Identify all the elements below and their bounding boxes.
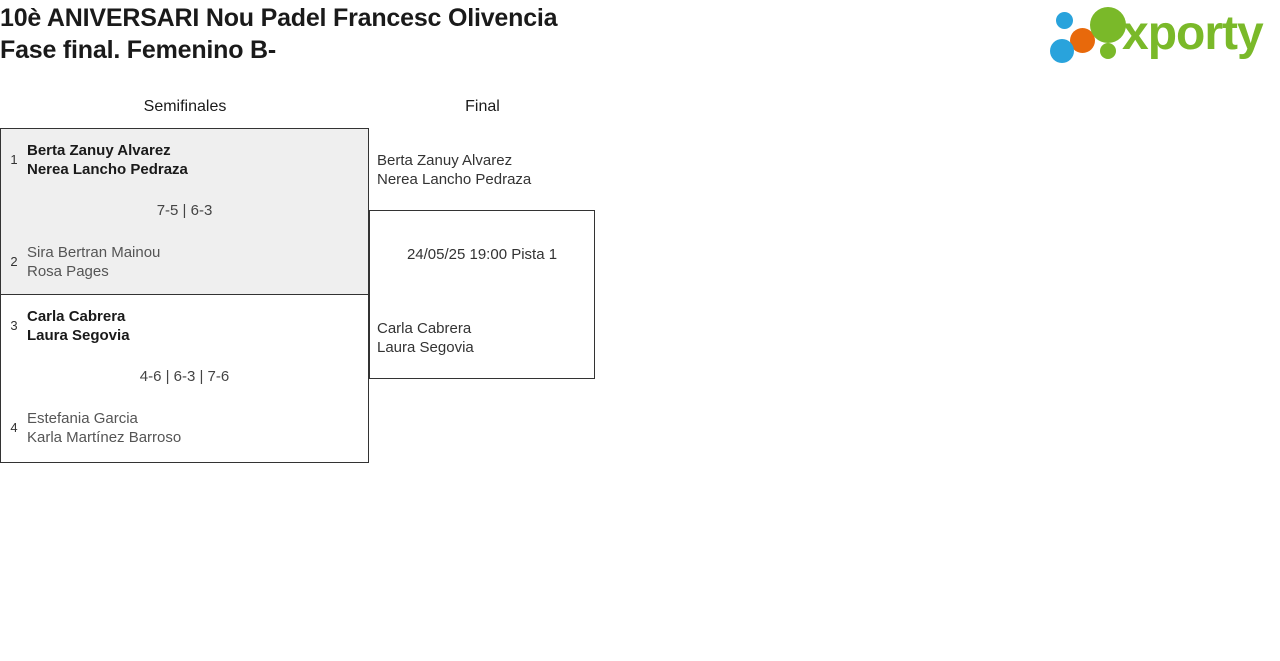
tournament-title-line-2: Fase final. Femenino B-: [0, 36, 277, 64]
final-schedule: 24/05/25 19:00 Pista 1: [406, 246, 558, 263]
team-names: Carla Cabrera Laura Segovia: [27, 307, 130, 345]
team-player-2: Nerea Lancho Pedraza: [377, 171, 532, 188]
page-header: 10è ANIVERSARI Nou Padel Francesc Oliven…: [0, 0, 1280, 78]
team-seed: 4: [10, 420, 18, 435]
team-player-1: Carla Cabrera: [27, 308, 126, 325]
team-seed: 1: [10, 152, 18, 167]
logo-dot-green-small-icon: [1100, 43, 1116, 59]
final-team-bottom[interactable]: Carla Cabrera Laura Segovia: [377, 319, 474, 357]
page-title: 10è ANIVERSARI Nou Padel Francesc Oliven…: [0, 2, 900, 66]
match-team-row[interactable]: 4 Estefania Garcia Karla Martínez Barros…: [1, 407, 368, 449]
team-seed: 2: [10, 254, 18, 269]
match-team-row[interactable]: 1 Berta Zanuy Alvarez Nerea Lancho Pedra…: [1, 139, 368, 181]
round-header-final: Final: [465, 98, 500, 115]
logo-dots-icon: [1048, 4, 1126, 64]
match-semifinal-2[interactable]: 3 Carla Cabrera Laura Segovia 4-6 | 6-3 …: [1, 295, 368, 462]
team-player-2: Laura Segovia: [377, 339, 474, 356]
logo-dot-green-large-icon: [1090, 7, 1126, 43]
match-score: 7-5 | 6-3: [156, 202, 213, 219]
team-player-1: Berta Zanuy Alvarez: [377, 152, 513, 169]
match-team-row[interactable]: 2 Sira Bertran Mainou Rosa Pages: [1, 241, 368, 283]
final-team-top[interactable]: Berta Zanuy Alvarez Nerea Lancho Pedraza: [377, 151, 531, 189]
team-player-2: Nerea Lancho Pedraza: [27, 161, 188, 178]
team-names: Sira Bertran Mainou Rosa Pages: [27, 243, 160, 281]
team-player-1: Berta Zanuy Alvarez: [27, 142, 171, 159]
match-score: 4-6 | 6-3 | 7-6: [139, 368, 230, 385]
team-player-1: Estefania Garcia: [27, 410, 138, 427]
round-header-semifinals: Semifinales: [143, 98, 227, 115]
logo-dot-blue-small-icon: [1056, 12, 1073, 29]
team-player-1: Carla Cabrera: [377, 320, 472, 337]
tournament-title-line-1: 10è ANIVERSARI Nou Padel Francesc Oliven…: [0, 4, 558, 32]
team-player-1: Sira Bertran Mainou: [27, 244, 161, 261]
team-seed: 3: [10, 318, 18, 333]
team-player-2: Laura Segovia: [27, 327, 130, 344]
match-final[interactable]: [369, 210, 595, 379]
logo-wordmark: xporty: [1122, 7, 1264, 60]
match-team-row[interactable]: 3 Carla Cabrera Laura Segovia: [1, 305, 368, 347]
team-names: Berta Zanuy Alvarez Nerea Lancho Pedraza: [27, 141, 188, 179]
team-player-2: Rosa Pages: [27, 263, 109, 280]
team-names: Estefania Garcia Karla Martínez Barroso: [27, 409, 181, 447]
match-semifinal-1[interactable]: 1 Berta Zanuy Alvarez Nerea Lancho Pedra…: [1, 129, 368, 295]
semifinals-column: 1 Berta Zanuy Alvarez Nerea Lancho Pedra…: [0, 128, 369, 463]
logo-dot-blue-large-icon: [1050, 39, 1074, 63]
team-player-2: Karla Martínez Barroso: [27, 429, 182, 446]
xporty-logo[interactable]: xporty: [1048, 4, 1276, 64]
